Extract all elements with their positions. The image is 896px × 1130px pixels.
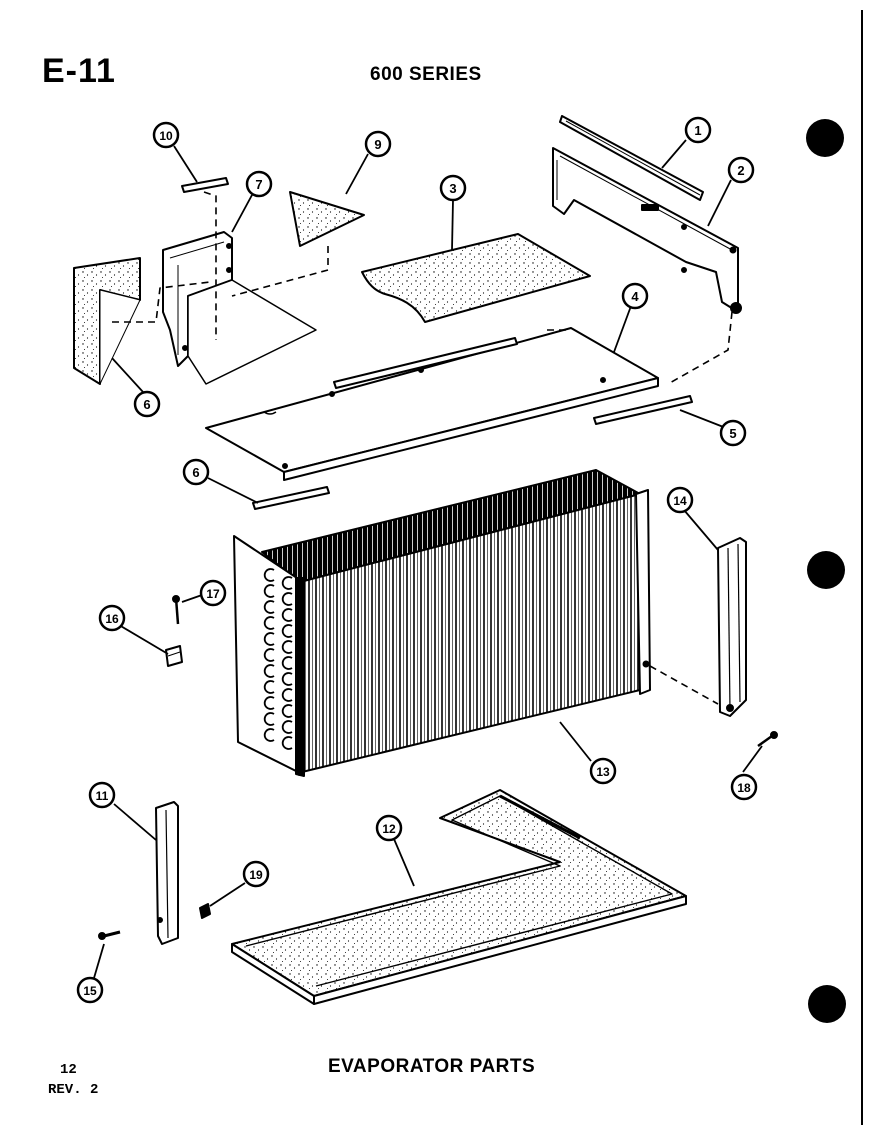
svg-text:17: 17 xyxy=(206,587,220,601)
part-12-drain-pan xyxy=(231,789,687,1005)
return-bend xyxy=(263,600,275,614)
svg-text:18: 18 xyxy=(737,781,751,795)
svg-text:11: 11 xyxy=(96,789,109,803)
part-1-rail xyxy=(559,115,704,201)
punch-hole-top xyxy=(806,119,844,157)
callout-16: 16 xyxy=(98,604,126,632)
callout-3: 3 xyxy=(439,174,467,202)
callout-17: 17 xyxy=(199,579,227,607)
part-5-strip xyxy=(593,395,693,425)
part-10-clip xyxy=(181,177,229,193)
svg-text:14: 14 xyxy=(673,494,687,508)
part-15-screw xyxy=(98,930,121,940)
part-13-evaporator-coil xyxy=(233,469,651,777)
diagram-caption: EVAPORATOR PARTS xyxy=(328,1056,536,1077)
page-number: 12 xyxy=(60,1062,77,1078)
callout-11: 11 xyxy=(88,781,116,809)
part-8-corner-panel xyxy=(73,257,141,385)
svg-text:3: 3 xyxy=(449,181,456,196)
revision-label: REV. 2 xyxy=(48,1082,99,1098)
return-bend xyxy=(263,696,275,710)
return-bend xyxy=(263,584,275,598)
svg-text:1: 1 xyxy=(694,123,701,138)
callout-13: 13 xyxy=(589,757,617,785)
part-11-bracket xyxy=(155,801,179,945)
return-bend xyxy=(281,720,293,734)
return-bend xyxy=(281,672,293,686)
svg-text:10: 10 xyxy=(159,129,173,143)
callout-7: 7 xyxy=(245,170,273,198)
return-bend xyxy=(281,624,293,638)
return-bend xyxy=(263,680,275,694)
callout-12: 12 xyxy=(375,814,403,842)
return-bend xyxy=(281,640,293,654)
svg-text:6: 6 xyxy=(192,465,199,480)
punch-hole-bottom xyxy=(808,985,846,1023)
return-bend xyxy=(263,728,275,742)
callout-4: 4 xyxy=(621,282,649,310)
return-bend xyxy=(263,616,275,630)
callout-5: 5 xyxy=(719,419,747,447)
part-2-bracket xyxy=(552,147,742,314)
callout-10: 10 xyxy=(152,121,180,149)
series-title: 600 SERIES xyxy=(370,64,482,85)
part-17-screw xyxy=(172,595,180,625)
part-19-clip xyxy=(199,903,211,919)
punch-hole-middle xyxy=(807,551,845,589)
callout-leaders xyxy=(93,139,763,979)
part-16-clip xyxy=(165,645,183,667)
callout-group: 1 2 3 4 5 6 6 7 9 10 11 12 13 14 15 16 1… xyxy=(76,116,758,1004)
svg-text:2: 2 xyxy=(737,163,744,178)
return-bend xyxy=(281,656,293,670)
svg-text:4: 4 xyxy=(631,289,639,304)
part-18-screw xyxy=(757,731,778,748)
callout-15: 15 xyxy=(76,976,104,1004)
return-bend xyxy=(281,704,293,718)
part-14-bracket xyxy=(717,537,747,717)
callout-6-corner: 6 xyxy=(133,390,161,418)
part-3-insulation-pad xyxy=(361,233,591,323)
part-4-cover-panel xyxy=(205,327,659,481)
callout-14: 14 xyxy=(666,486,694,514)
return-bend xyxy=(263,632,275,646)
return-bend xyxy=(281,608,293,622)
svg-text:19: 19 xyxy=(249,868,263,882)
page-id: E-11 xyxy=(42,52,116,90)
return-bend xyxy=(281,736,293,750)
return-bend xyxy=(263,664,275,678)
callout-19: 19 xyxy=(242,860,270,888)
svg-text:6: 6 xyxy=(143,397,150,412)
svg-text:12: 12 xyxy=(382,822,396,836)
svg-text:5: 5 xyxy=(729,426,736,441)
callout-6-center: 6 xyxy=(182,458,210,486)
callout-9: 9 xyxy=(364,130,392,158)
callout-18: 18 xyxy=(730,773,758,801)
part-6-strip-center xyxy=(252,486,330,510)
return-bend xyxy=(281,688,293,702)
return-bend xyxy=(263,712,275,726)
return-bend xyxy=(281,576,293,590)
return-bend xyxy=(281,592,293,606)
coil-return-bends xyxy=(263,568,293,750)
return-bend xyxy=(263,568,275,582)
svg-text:15: 15 xyxy=(83,984,97,998)
svg-text:13: 13 xyxy=(596,765,610,779)
svg-text:9: 9 xyxy=(374,137,381,152)
part-7-bracket xyxy=(162,231,317,385)
svg-text:16: 16 xyxy=(105,612,119,626)
svg-text:7: 7 xyxy=(255,177,262,192)
return-bend xyxy=(263,648,275,662)
part-9-pad xyxy=(289,191,365,247)
callout-1: 1 xyxy=(684,116,712,144)
callout-2: 2 xyxy=(727,156,755,184)
